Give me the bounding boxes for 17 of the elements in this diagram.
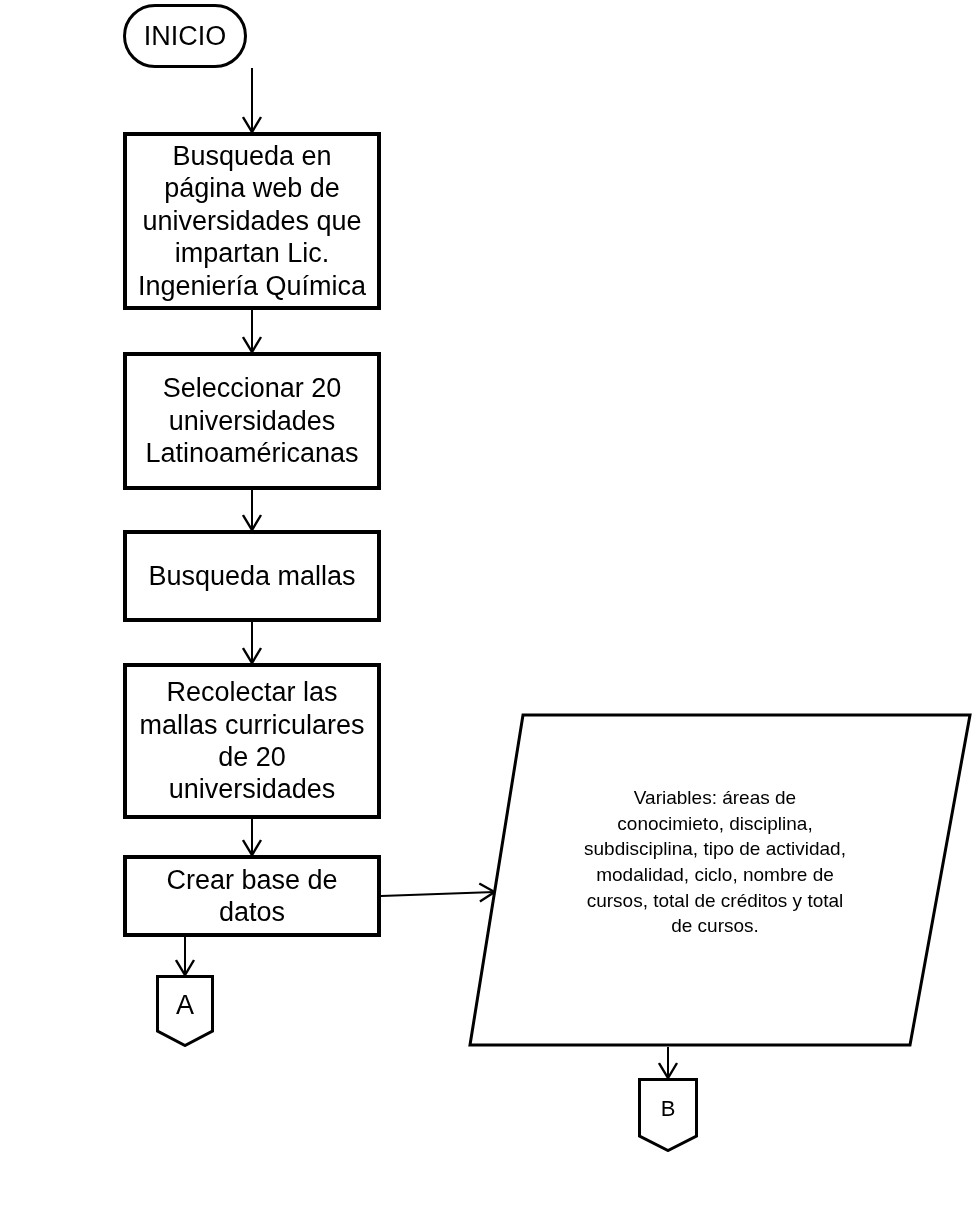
process-box: Recolectar las mallas curriculares de 20 universidades [123, 663, 381, 819]
arrow [241, 818, 263, 857]
arrow [657, 1046, 679, 1080]
arrow [380, 882, 496, 903]
arrow [241, 489, 263, 532]
process-box: Seleccionar 20 universidades Latinoaméricanas [123, 352, 381, 490]
process-box: Busqueda en página web de universidades que impartan Lic. Ingeniería Química [123, 132, 381, 310]
terminator-shape: INICIO [123, 4, 247, 68]
connector-label: A [176, 989, 194, 1021]
arrow [241, 67, 263, 134]
arrow [174, 936, 196, 977]
arrow [241, 309, 263, 354]
arrow [241, 621, 263, 665]
process-box: Crear base de datos [123, 855, 381, 937]
connector-label: B [660, 1096, 676, 1122]
process-box: Busqueda mallas [123, 530, 381, 622]
data-description: Variables: áreas de conocimieto, disciplina, subdisciplina, tipo de actividad, modalidad, ciclo, nombre de cursos, total de créditos y total de cursos. [583, 786, 847, 939]
